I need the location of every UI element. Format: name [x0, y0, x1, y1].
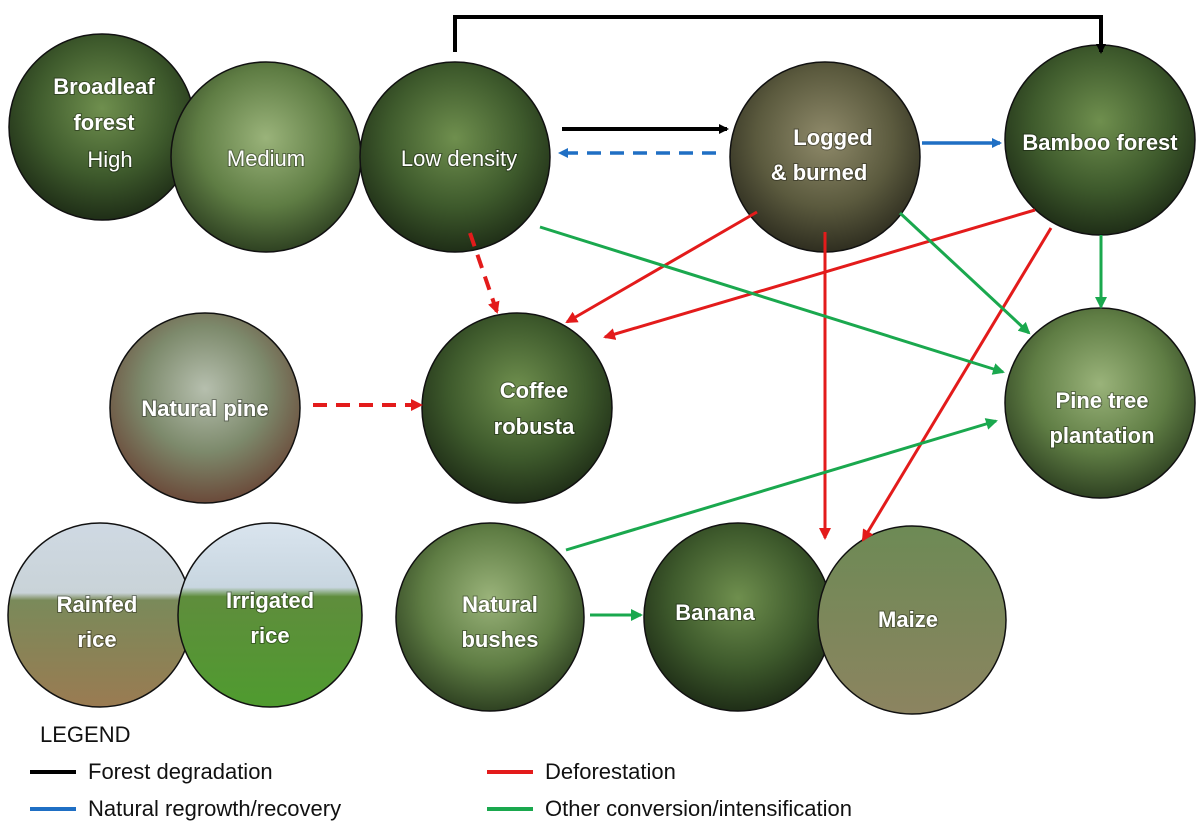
node-logged-burned [729, 61, 921, 253]
label-natural-pine: Natural pine [141, 396, 268, 421]
legend-swatch [487, 807, 533, 811]
label-pine-plantation-2: plantation [1049, 423, 1154, 448]
arrow-low-density-to-pine-plantation [539, 225, 1005, 375]
arrow-bamboo-to-maize [861, 227, 1053, 542]
legend-label: Other conversion/intensification [545, 796, 852, 821]
legend-title: LEGEND [40, 722, 131, 747]
legend-swatch [30, 770, 76, 774]
legend-item-natural-regrowth: Natural regrowth/recovery [30, 796, 341, 822]
legend-label: Deforestation [545, 759, 676, 784]
label-rainfed-1: Rainfed [57, 592, 138, 617]
legend-item-deforestation: Deforestation [487, 759, 676, 785]
label-high: High [87, 147, 132, 172]
label-bushes-1: Natural [462, 592, 538, 617]
node-maize [817, 525, 1007, 715]
legend-label: Forest degradation [88, 759, 273, 784]
label-banana: Banana [675, 600, 755, 625]
label-pine-plantation-1: Pine tree [1056, 388, 1149, 413]
node-broadleaf-low-density [359, 61, 551, 253]
label-bushes-2: bushes [461, 627, 538, 652]
legend-swatch [487, 770, 533, 774]
node-natural-pine [109, 312, 301, 504]
arrow-low-density-to-coffee [468, 232, 500, 314]
label-logged-2: & burned [771, 160, 868, 185]
arrow-logged-to-coffee [565, 210, 758, 324]
label-rainfed-2: rice [77, 627, 116, 652]
label-bamboo: Bamboo forest [1022, 130, 1178, 155]
arrow-bushes-to-pine-plantation [565, 418, 998, 552]
label-logged-1: Logged [793, 125, 872, 150]
label-irrigated-1: Irrigated [226, 588, 314, 613]
arrow-low-density-to-bamboo [453, 15, 1106, 54]
legend-item-forest-degradation: Forest degradation [30, 759, 273, 785]
arrow-logged-to-pine-plantation [898, 211, 1031, 335]
label-irrigated-2: rice [250, 623, 289, 648]
label-broadleaf-1: Broadleaf [53, 74, 155, 99]
label-medium: Medium [227, 146, 305, 171]
legend-swatch [30, 807, 76, 811]
label-low-density: Low density [401, 146, 517, 171]
node-coffee-robusta [421, 312, 613, 504]
node-irrigated-rice [177, 522, 363, 708]
label-coffee-2: robusta [494, 414, 575, 439]
label-maize: Maize [878, 607, 938, 632]
label-broadleaf-2: forest [73, 110, 135, 135]
node-natural-bushes [395, 522, 585, 712]
legend-item-other-conversion: Other conversion/intensification [487, 796, 852, 822]
label-coffee-1: Coffee [500, 378, 568, 403]
legend-label: Natural regrowth/recovery [88, 796, 342, 821]
arrow-bamboo-to-coffee [603, 208, 1036, 340]
